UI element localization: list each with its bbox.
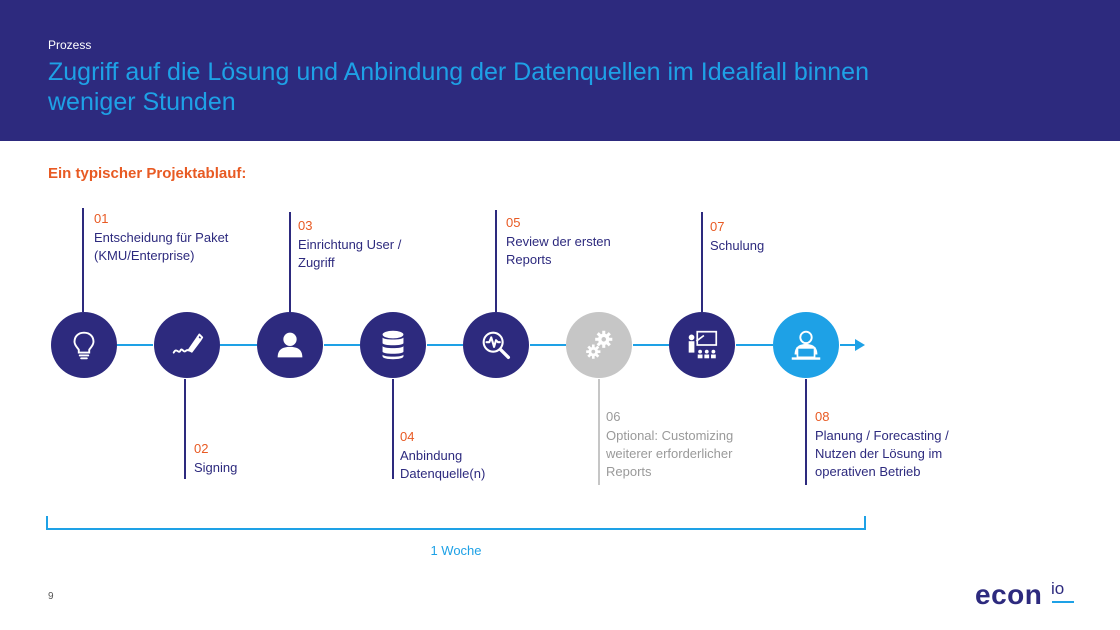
lightbulb-icon [73, 331, 95, 360]
signature-pen-icon [172, 333, 204, 354]
step-4-text: Anbindung Datenquelle(n) [400, 448, 486, 481]
step-2-line [184, 379, 186, 479]
step-8-text: Planung / Forecasting / Nutzen der Lösun… [815, 428, 949, 479]
step-2-circle [154, 312, 220, 378]
page-title: Zugriff auf die Lösung und Anbindung der… [48, 58, 869, 116]
connector-3-4 [324, 344, 360, 346]
step-5-line [495, 210, 497, 312]
presentation-icon [688, 330, 718, 359]
section-kicker: Prozess [48, 38, 92, 52]
connector-6-7 [633, 344, 669, 346]
step-6-number: 06 [606, 409, 621, 424]
step-2-text: Signing [194, 460, 238, 475]
user-icon [277, 332, 303, 358]
step-7-line [701, 212, 703, 312]
header-banner: Prozess Zugriff auf die Lösung und Anbin… [0, 0, 1120, 141]
gears-icon [586, 330, 613, 359]
logo-sup-text: io [1051, 579, 1065, 598]
connector-1-2 [117, 344, 153, 346]
magnifier-pulse-icon [482, 331, 511, 360]
process-subtitle: Ein typischer Projektablauf: [48, 165, 247, 182]
step-3-line [289, 212, 291, 312]
step-8-line [805, 379, 807, 485]
database-icon [382, 330, 404, 360]
step-5-text: Review der ersten Reports [506, 234, 611, 267]
logo-main-text: econ [975, 579, 1043, 610]
step-7-circle [669, 312, 735, 378]
step-4-line [392, 379, 394, 479]
connector-7-8 [736, 344, 773, 346]
step-3-text: Einrichtung User / Zugriff [298, 237, 402, 270]
step-3-number: 03 [298, 218, 313, 233]
connector-2-3 [220, 344, 257, 346]
econio-logo: econ io [975, 575, 1085, 615]
step-4-number: 04 [400, 429, 415, 444]
step-6-line [598, 379, 600, 485]
step-6-text: Optional: Customizing weiterer erforderl… [606, 428, 734, 479]
step-4-circle [360, 312, 426, 378]
step-3-circle [257, 312, 323, 378]
step-1-label: 01 Entscheidung für Paket (KMU/Enterpris… [94, 210, 274, 265]
step-4-label: 04 Anbindung Datenquelle(n) [400, 428, 510, 483]
step-2-label: 02 Signing [194, 440, 314, 477]
step-5-circle [463, 312, 529, 378]
page-number: 9 [48, 591, 54, 602]
step-8-circle [773, 312, 839, 378]
step-8-number: 08 [815, 409, 830, 424]
step-2-number: 02 [194, 441, 209, 456]
step-7-label: 07 Schulung [710, 218, 830, 255]
step-8-label: 08 Planung / Forecasting / Nutzen der Lö… [815, 408, 980, 481]
step-5-number: 05 [506, 215, 521, 230]
timeline-label: 1 Woche [430, 543, 482, 558]
user-laptop-icon [791, 330, 821, 360]
step-3-label: 03 Einrichtung User / Zugriff [298, 217, 408, 272]
step-7-text: Schulung [710, 238, 765, 253]
arrow-head-icon [855, 339, 865, 351]
timeline-bracket [46, 516, 866, 530]
step-6-label: 06 Optional: Customizing weiterer erford… [606, 408, 761, 481]
connector-4-5 [427, 344, 463, 346]
logo-underline [1052, 601, 1074, 603]
step-1-line [82, 208, 84, 312]
connector-end [840, 344, 856, 346]
connector-5-6 [530, 344, 566, 346]
step-1-text: Entscheidung für Paket (KMU/Enterprise) [94, 230, 229, 263]
step-1-number: 01 [94, 211, 109, 226]
step-5-label: 05 Review der ersten Reports [506, 214, 616, 269]
step-1-circle [51, 312, 117, 378]
step-7-number: 07 [710, 219, 725, 234]
step-6-circle [566, 312, 632, 378]
